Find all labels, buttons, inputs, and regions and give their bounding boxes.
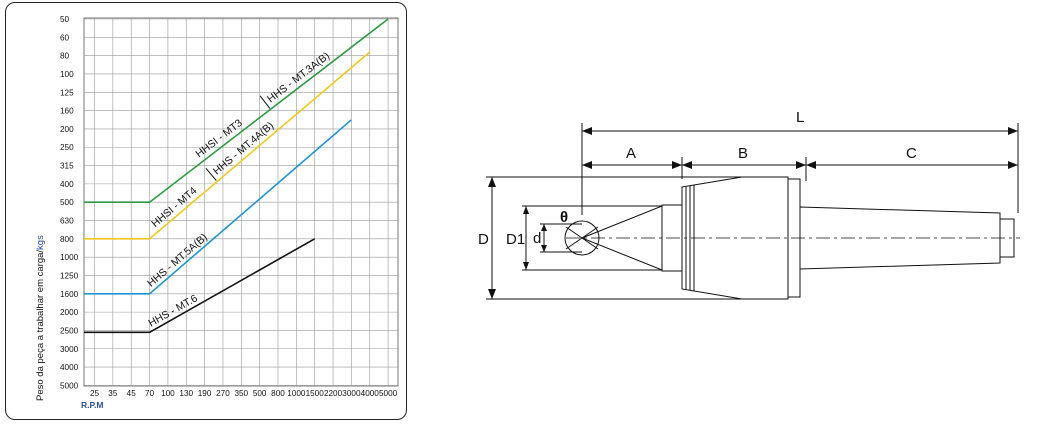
- arrow-d-top: [541, 224, 547, 231]
- arrow-D1-bottom: [523, 262, 529, 270]
- x-tick-label: 270: [216, 389, 230, 398]
- chart-series: [84, 18, 389, 334]
- y-tick-label: 5000: [60, 381, 79, 390]
- label-B: B: [738, 145, 748, 162]
- label-C: C: [906, 145, 917, 162]
- label-D1: D1: [506, 231, 525, 248]
- y-tick-label: 125: [60, 88, 74, 97]
- annotation-separator: [259, 95, 271, 109]
- x-tick-label: 190: [198, 389, 212, 398]
- tip-angle-line-2: [565, 226, 599, 250]
- x-tick-label: 500: [253, 389, 267, 398]
- x-tick-label: 100: [161, 389, 175, 398]
- y-tick-label: 4000: [60, 363, 79, 372]
- arrow-B-right: [796, 161, 806, 169]
- annotation-separator: [205, 167, 217, 181]
- x-tick-label: 5000: [379, 389, 398, 398]
- y-tick-label: 800: [60, 235, 74, 244]
- live-center-drawing: L A B C D D1 d θ: [478, 109, 1020, 300]
- y-tick-label: 1250: [60, 271, 79, 280]
- label-d: d: [533, 230, 541, 247]
- x-tick-label: 35: [108, 389, 118, 398]
- y-tick-label: 100: [60, 70, 74, 79]
- series-line-hhs-mt-4a-b: [84, 51, 371, 240]
- x-tick-label: 2200: [324, 389, 343, 398]
- y-tick-label: 200: [60, 125, 74, 134]
- series-annotation: HHSI - MT4: [149, 185, 199, 230]
- label-L: L: [796, 109, 804, 126]
- series-line-hhs-mt-3a-b: [84, 18, 389, 203]
- series-annotation: HHS - MT.3A(B): [265, 50, 332, 105]
- label-theta: θ: [560, 209, 568, 226]
- y-tick-label: 2000: [60, 308, 79, 317]
- arrow-d-bottom: [541, 245, 547, 252]
- y-tick-label: 315: [60, 162, 74, 171]
- arrow-B-left: [682, 161, 692, 169]
- y-tick-label: 80: [60, 52, 70, 61]
- x-axis-label: R.P.M: [81, 400, 104, 410]
- y-axis-label-unit: kgs: [35, 235, 46, 250]
- y-tick-label: 250: [60, 143, 74, 152]
- y-axis-label: Peso da peça a trabalhar em carga/kgs: [35, 235, 46, 401]
- label-D: D: [478, 231, 489, 248]
- x-tick-label: 45: [127, 389, 137, 398]
- series-line-hhs-mt-5a-b: [84, 119, 352, 295]
- y-tick-label: 3000: [60, 345, 79, 354]
- y-tick-label: 60: [60, 33, 70, 42]
- y-tick-label: 160: [60, 107, 74, 116]
- y-axis-label-text: Peso da peça a trabalhar em carga/: [35, 250, 46, 401]
- y-tick-labels: 50 60 80 100 125 160 200 250 315 400 500 630 800 1000…: [60, 15, 79, 390]
- y-tick-label: 1600: [60, 290, 79, 299]
- series-annotation: HHS - MT.6: [146, 292, 199, 329]
- arrow-C-left: [806, 161, 816, 169]
- arrow-A-left: [582, 161, 592, 169]
- arrow-L-right: [1008, 127, 1018, 135]
- series-annotation: HHS - MT.5A(B): [145, 231, 210, 289]
- arrow-C-right: [1008, 161, 1018, 169]
- y-tick-label: 500: [60, 198, 74, 207]
- arrow-L-left: [582, 127, 592, 135]
- x-tick-label: 70: [145, 389, 155, 398]
- y-tick-label: 630: [60, 217, 74, 226]
- x-tick-label: 25: [90, 389, 100, 398]
- arrow-D1-top: [523, 206, 529, 214]
- x-tick-label: 130: [179, 389, 193, 398]
- label-A: A: [626, 145, 636, 162]
- series-line-hhs-mt-6: [84, 238, 316, 334]
- x-tick-label: 4000: [361, 389, 380, 398]
- arrow-A-right: [672, 161, 682, 169]
- arrow-D-top: [488, 177, 496, 187]
- x-tick-label: 350: [234, 389, 248, 398]
- x-tick-label: 800: [271, 389, 285, 398]
- y-tick-label: 1000: [60, 253, 79, 262]
- chart-grid: [83, 17, 399, 387]
- y-tick-label: 400: [60, 180, 74, 189]
- x-tick-label: 1500: [306, 389, 325, 398]
- x-tick-label: 1000: [287, 389, 306, 398]
- x-tick-label: 3000: [342, 389, 361, 398]
- arrow-D-bottom: [488, 289, 496, 299]
- y-tick-label: 50: [60, 15, 70, 24]
- y-tick-label: 2500: [60, 326, 79, 335]
